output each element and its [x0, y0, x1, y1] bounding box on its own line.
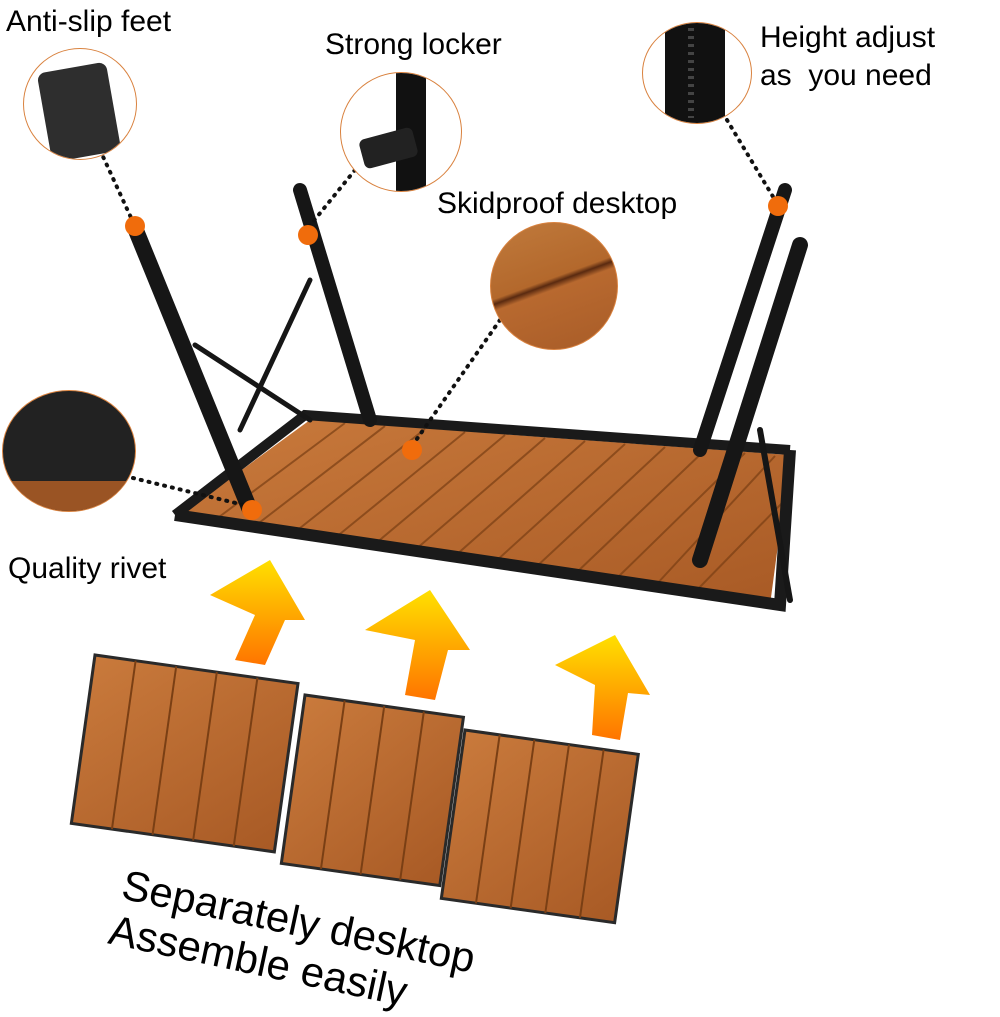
strong-locker-marker-dot	[298, 225, 318, 245]
leader-lines	[98, 118, 777, 508]
anti-slip-feet-label: Anti-slip feet	[6, 5, 172, 38]
desktop-panel-3	[439, 728, 640, 925]
desktop-panel-1	[69, 653, 300, 854]
quality-rivet-marker-dot	[242, 500, 262, 520]
height-adjust-label-line1: Height adjust	[760, 21, 936, 54]
quality-rivet-label: Quality rivet	[8, 552, 167, 585]
skidproof-desktop-marker-dot	[402, 440, 422, 460]
strong-locker-label: Strong locker	[325, 28, 502, 61]
strong-locker-detail-circle	[340, 72, 462, 192]
anti-slip-feet-detail-circle	[23, 48, 137, 160]
arrow-up-icon	[555, 635, 650, 740]
height-adjust-marker-dot	[768, 196, 788, 216]
height-adjust-label-line2: as you need	[760, 59, 932, 92]
arrow-up-icon	[365, 590, 470, 700]
desktop-panels	[69, 653, 640, 925]
quality-rivet-detail-circle	[2, 390, 136, 512]
skidproof-desktop-label: Skidproof desktop	[437, 187, 678, 220]
arrows	[210, 560, 650, 740]
anti-slip-feet-marker-dot	[125, 216, 145, 236]
skidproof-desktop-detail-circle	[490, 222, 618, 350]
desktop-panel-2	[279, 693, 466, 888]
arrow-up-icon	[210, 560, 305, 665]
height-adjust-detail-circle	[642, 22, 752, 124]
